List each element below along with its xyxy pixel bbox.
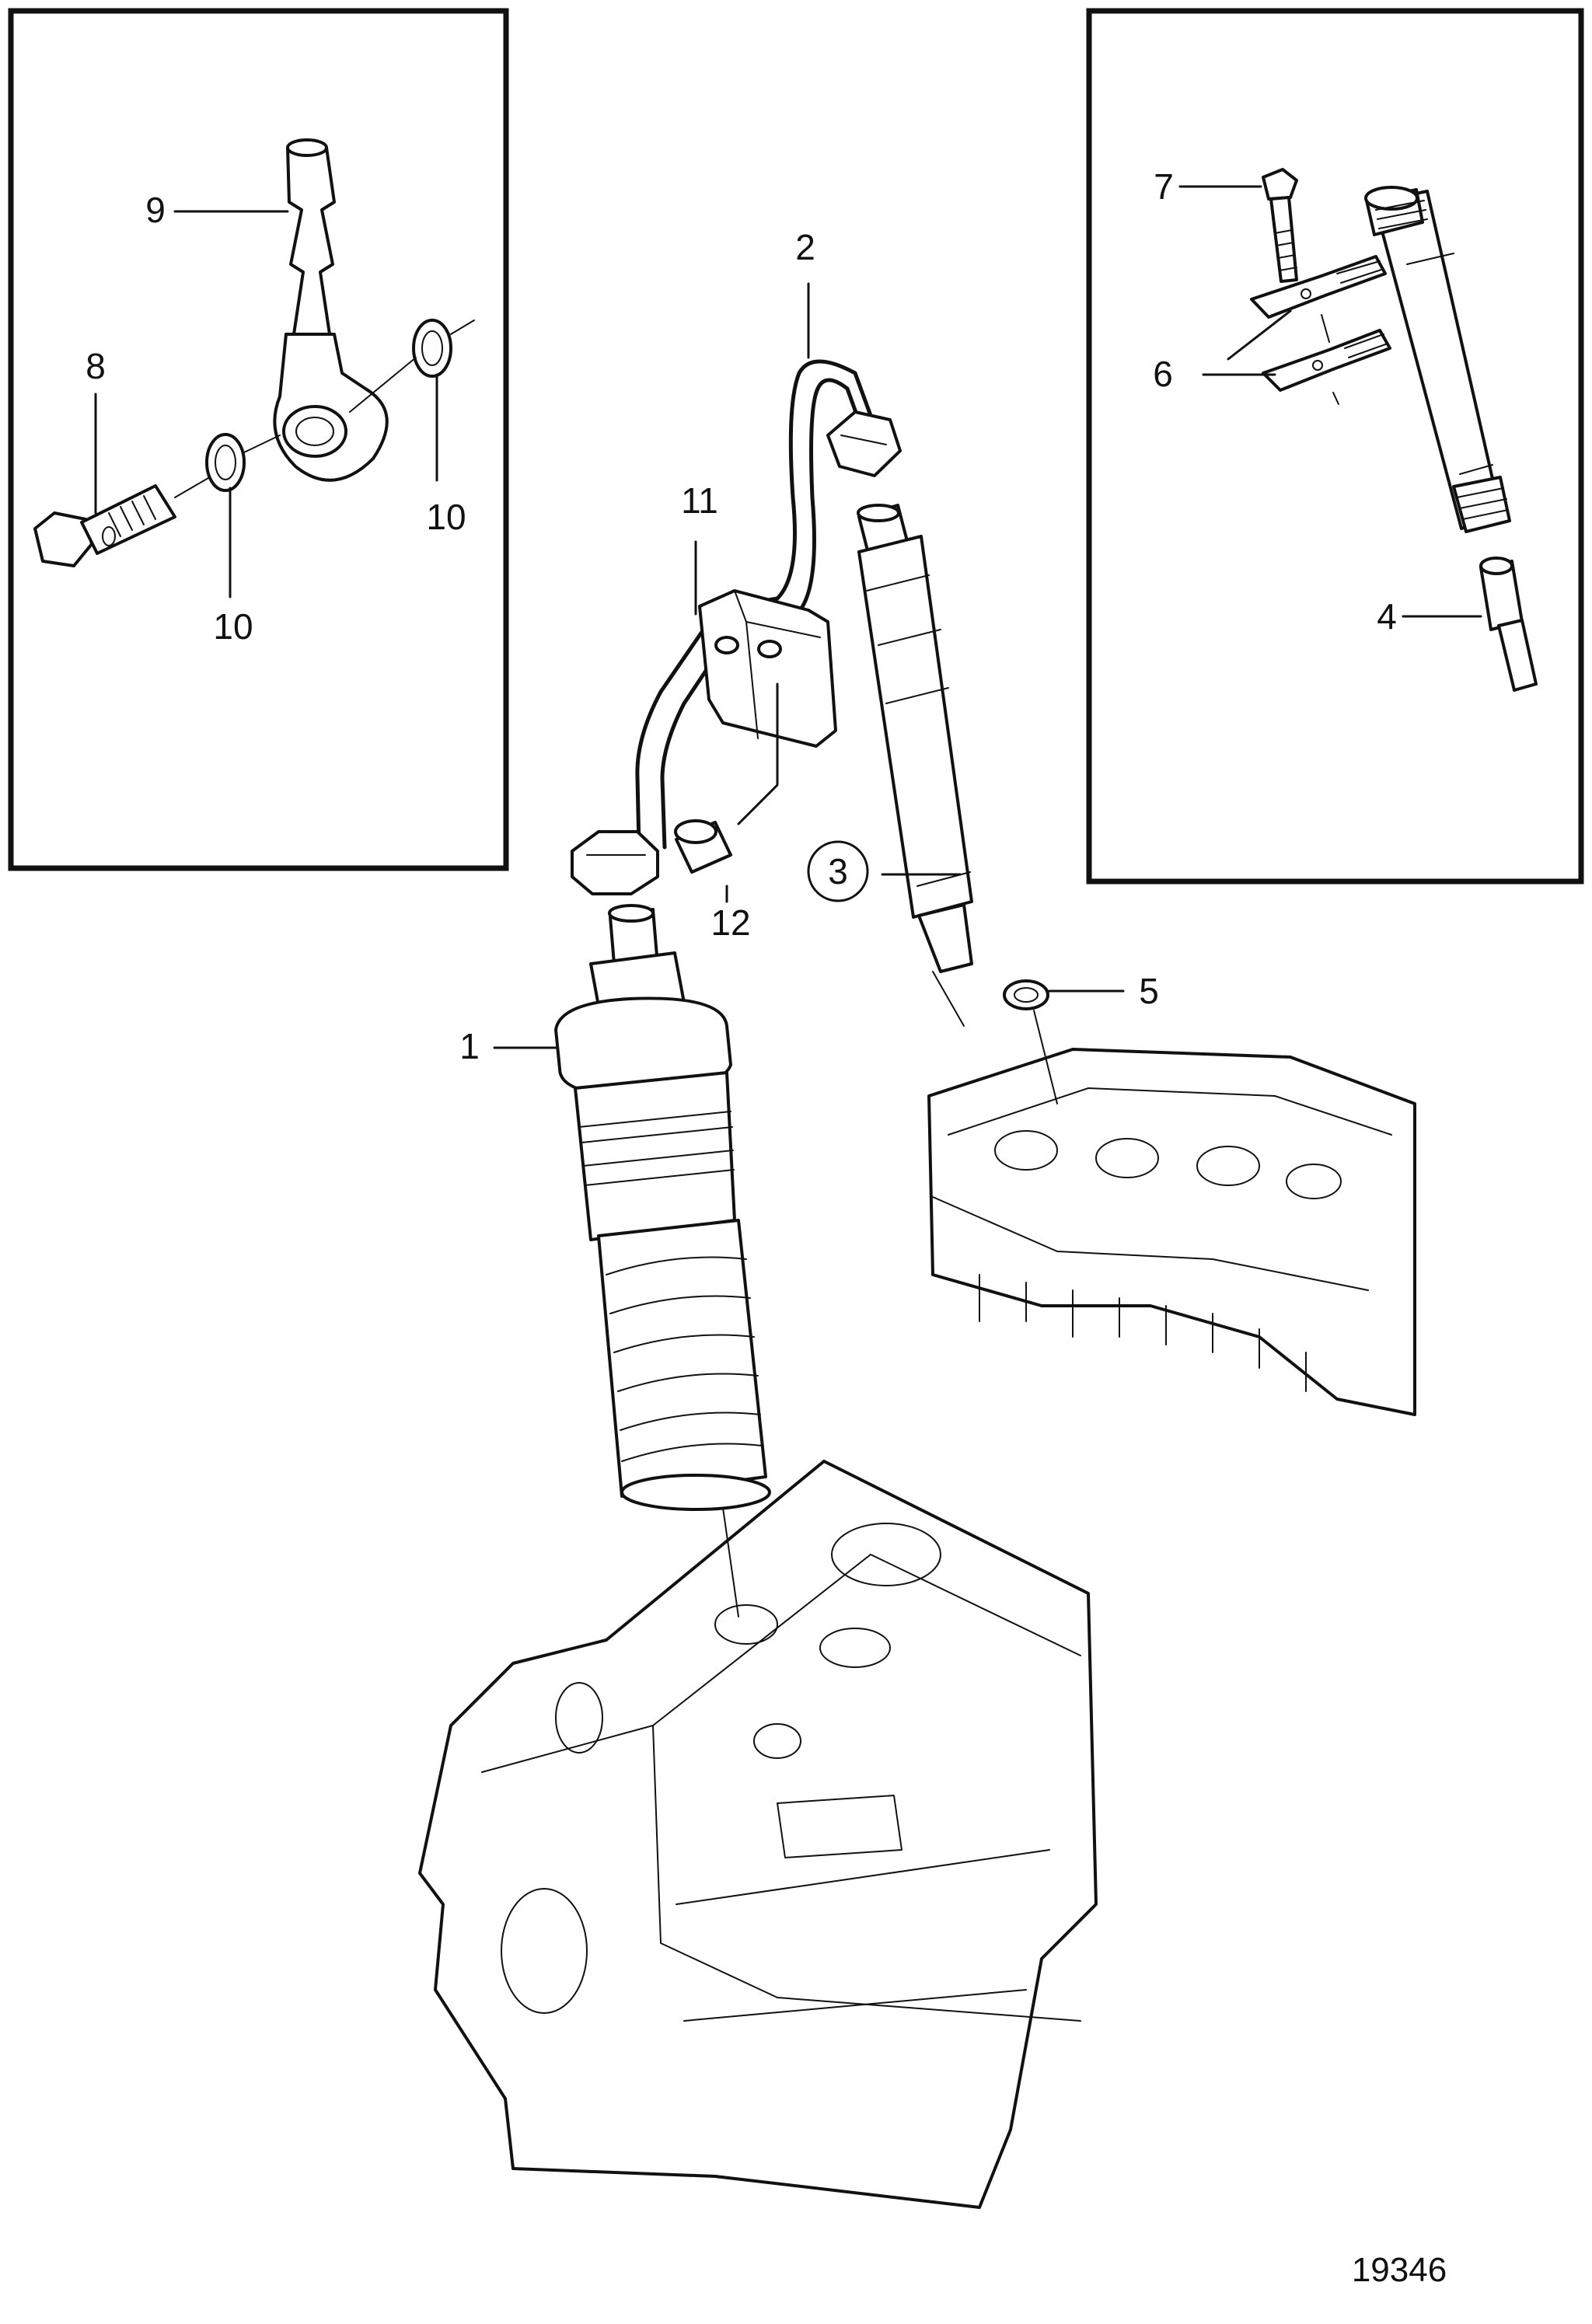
sealing-washer-outer <box>412 319 452 378</box>
inset-injector-clamp <box>1086 8 1584 885</box>
nozzle <box>1479 557 1538 692</box>
injector-clamps <box>1250 255 1391 405</box>
fuel-injector <box>857 504 973 1027</box>
callout-3-circle <box>807 840 869 902</box>
unit-injector-pump <box>554 904 771 1511</box>
callout-8: 8 <box>86 346 106 386</box>
inset-banjo-fitting <box>8 8 509 871</box>
sealing-washer-inner <box>205 433 246 492</box>
clamp-bolt <box>1262 168 1298 283</box>
injector-sleeve <box>1364 186 1511 533</box>
pipe-clamp <box>698 589 837 748</box>
callout-6: 6 <box>1153 354 1173 394</box>
callout-2: 2 <box>795 227 815 267</box>
banjo-bolt <box>33 484 176 567</box>
engine-block <box>418 1460 1098 2209</box>
hose-nipple <box>273 138 389 482</box>
callout-11: 11 <box>681 480 718 521</box>
cylinder-head <box>927 1010 1416 1416</box>
callout-5: 5 <box>1139 971 1159 1011</box>
document-number: 19346 <box>1352 2251 1447 2289</box>
leader-6b <box>1227 309 1292 361</box>
callout-12: 12 <box>710 902 750 943</box>
leader-12-connector <box>737 682 779 825</box>
sealing-washer <box>1003 979 1049 1010</box>
callout-10b: 10 <box>426 497 466 537</box>
callout-10a: 10 <box>213 606 253 647</box>
inset-frame-left <box>8 8 509 871</box>
callout-4: 4 <box>1377 596 1397 637</box>
main-assembly <box>418 282 1416 2209</box>
callout-7: 7 <box>1154 166 1174 207</box>
protective-cap <box>674 682 779 874</box>
fuel-delivery-pipe <box>571 359 902 895</box>
callout-3: 3 <box>828 851 848 892</box>
callout-1: 1 <box>459 1026 480 1066</box>
callout-9: 9 <box>145 190 166 230</box>
inset-frame-right <box>1086 8 1584 885</box>
